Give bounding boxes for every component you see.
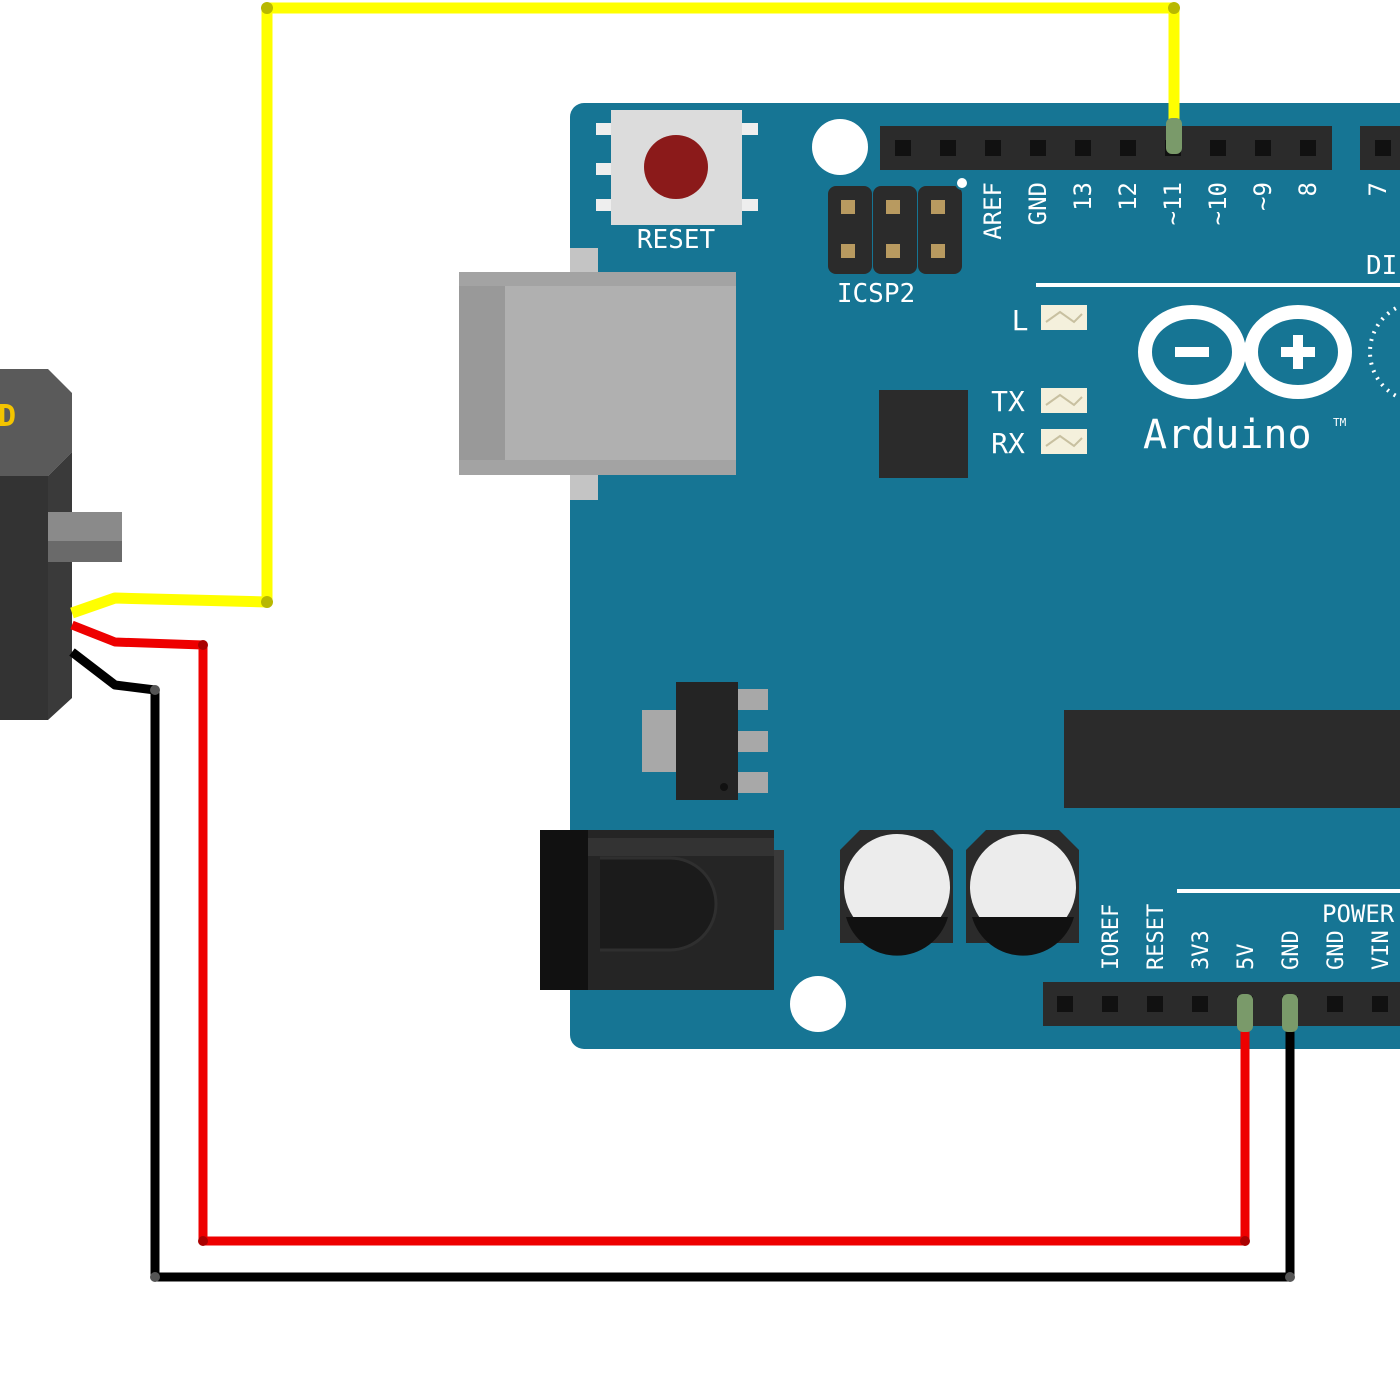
led-l — [1041, 305, 1087, 330]
digital-socket[interactable] — [1030, 140, 1046, 156]
digital-pin-label: 12 — [1114, 182, 1142, 211]
power-label: POWER — [1322, 900, 1395, 928]
arduino-logo-text: Arduino — [1143, 412, 1312, 458]
wire-power — [70, 620, 1250, 1246]
led-rx-label: RX — [991, 427, 1025, 460]
digital-socket[interactable] — [895, 140, 911, 156]
power-socket[interactable] — [1192, 996, 1208, 1012]
mounting-hole-bottom — [790, 976, 846, 1032]
signal-pin-connector — [1166, 118, 1182, 154]
wire-ground — [69, 648, 1295, 1282]
power-socket[interactable] — [1327, 996, 1343, 1012]
digital-socket[interactable] — [940, 140, 956, 156]
power-pin-connector — [1237, 994, 1253, 1032]
mounting-hole-top — [812, 119, 868, 175]
digital-socket[interactable] — [1120, 140, 1136, 156]
power-socket[interactable] — [1147, 996, 1163, 1012]
ground-pin-connector — [1282, 994, 1298, 1032]
power-pin-label: RESET — [1144, 904, 1169, 970]
icsp-header — [828, 176, 969, 274]
led-tx — [1041, 388, 1087, 413]
power-socket[interactable] — [1372, 996, 1388, 1012]
usb-chip — [879, 390, 968, 478]
digital-socket[interactable] — [1075, 140, 1091, 156]
wire-signal — [70, 2, 1180, 619]
power-header — [1043, 982, 1400, 1026]
voltage-regulator — [642, 682, 768, 800]
reset-button[interactable] — [596, 110, 758, 225]
power-pin-label: 5V — [1234, 944, 1259, 971]
arduino-board: RESET ICSP2 — [459, 103, 1400, 1049]
power-pin-label: VIN — [1369, 930, 1394, 970]
digital-socket[interactable] — [1210, 140, 1226, 156]
digital-pin-labels: AREF GND 13 12 ~11 ~10 ~9 8 7 — [979, 182, 1392, 240]
digital-pin-label: ~9 — [1249, 182, 1277, 211]
power-pin-label: IOREF — [1099, 904, 1124, 970]
digital-pin-label: ~10 — [1204, 182, 1232, 225]
arduino-logo-tm: TM — [1333, 416, 1347, 429]
dc-power-jack — [540, 830, 784, 990]
pcb — [570, 103, 1400, 1049]
digital-pin-label: 13 — [1069, 182, 1097, 211]
led-tx-label: TX — [991, 385, 1025, 418]
digital-pin-label: GND — [1024, 182, 1052, 225]
capacitor-1 — [840, 830, 953, 956]
icsp-label: ICSP2 — [837, 279, 915, 309]
power-socket[interactable] — [1102, 996, 1118, 1012]
power-socket[interactable] — [1057, 996, 1073, 1012]
servo-motor — [0, 369, 122, 720]
digital-pin-label: ~11 — [1159, 182, 1187, 225]
digital-pin-label: AREF — [979, 182, 1007, 240]
digital-socket[interactable] — [1300, 140, 1316, 156]
arduino-logo — [1138, 304, 1400, 400]
digital-label: DI — [1366, 251, 1397, 281]
power-pin-labels: IOREF RESET 3V3 5V GND GND VIN — [1099, 904, 1394, 970]
led-l-label: L — [1012, 304, 1029, 337]
digital-header — [880, 126, 1400, 170]
power-pin-label: GND — [1279, 930, 1304, 970]
usb-connector — [459, 248, 736, 500]
led-rx — [1041, 429, 1087, 454]
power-pin-label: 3V3 — [1189, 930, 1214, 970]
reset-label: RESET — [637, 225, 716, 255]
digital-pin-label: 7 — [1364, 182, 1392, 196]
microcontroller — [1064, 710, 1400, 808]
digital-socket[interactable] — [985, 140, 1001, 156]
power-pin-label: GND — [1324, 930, 1349, 970]
digital-socket[interactable] — [1255, 140, 1271, 156]
capacitor-2 — [966, 830, 1079, 956]
servo-label: D — [0, 399, 16, 434]
digital-socket[interactable] — [1375, 140, 1391, 156]
digital-pin-label: 8 — [1294, 182, 1322, 196]
